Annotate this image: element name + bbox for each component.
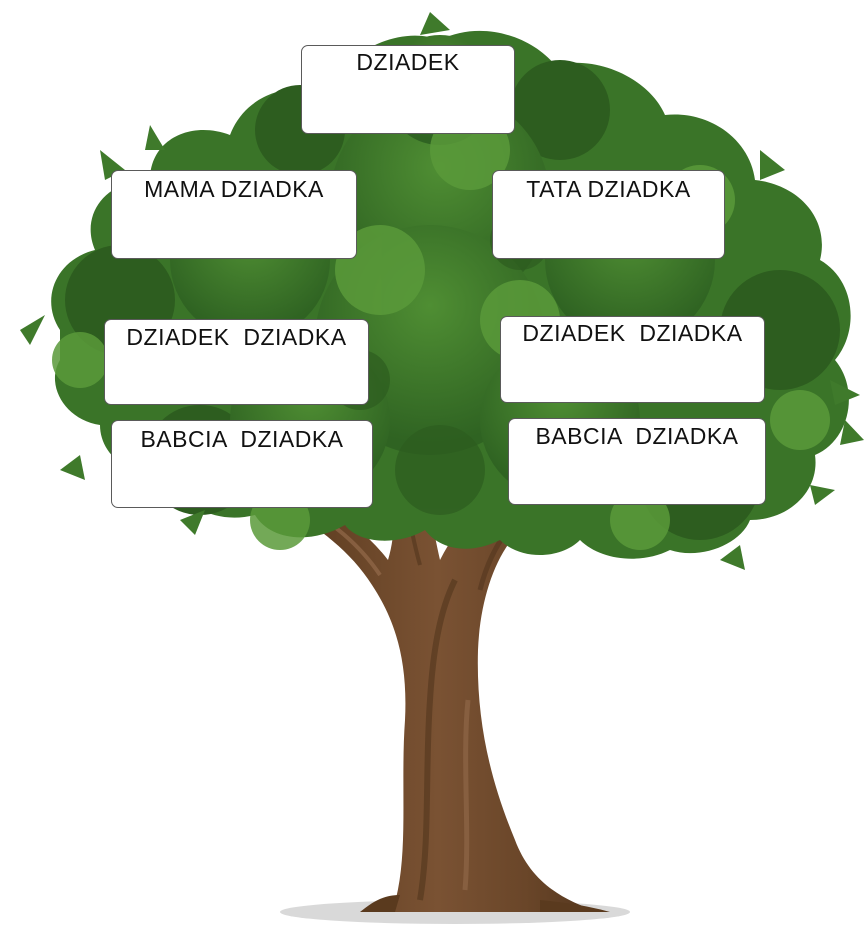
box-mama-dziadka-label: MAMA DZIADKA (144, 176, 324, 202)
box-babcia-dziadka-left: BABCIA DZIADKA (111, 420, 373, 508)
box-dziadek: DZIADEK (301, 45, 515, 134)
box-dziadek-dziadka-right: DZIADEK DZIADKA (500, 316, 765, 403)
box-tata-dziadka-label: TATA DZIADKA (526, 176, 691, 202)
box-tata-dziadka: TATA DZIADKA (492, 170, 725, 259)
box-babcia-dziadka-right: BABCIA DZIADKA (508, 418, 766, 505)
box-dziadek-label: DZIADEK (356, 49, 460, 75)
box-dziadek-dziadka-left: DZIADEK DZIADKA (104, 319, 369, 405)
box-babcia-dziadka-right-label: BABCIA DZIADKA (535, 423, 739, 449)
box-babcia-dziadka-left-label: BABCIA DZIADKA (140, 426, 344, 452)
box-dziadek-dziadka-left-label: DZIADEK DZIADKA (126, 324, 347, 350)
box-mama-dziadka: MAMA DZIADKA (111, 170, 357, 259)
box-dziadek-dziadka-right-label: DZIADEK DZIADKA (522, 320, 743, 346)
